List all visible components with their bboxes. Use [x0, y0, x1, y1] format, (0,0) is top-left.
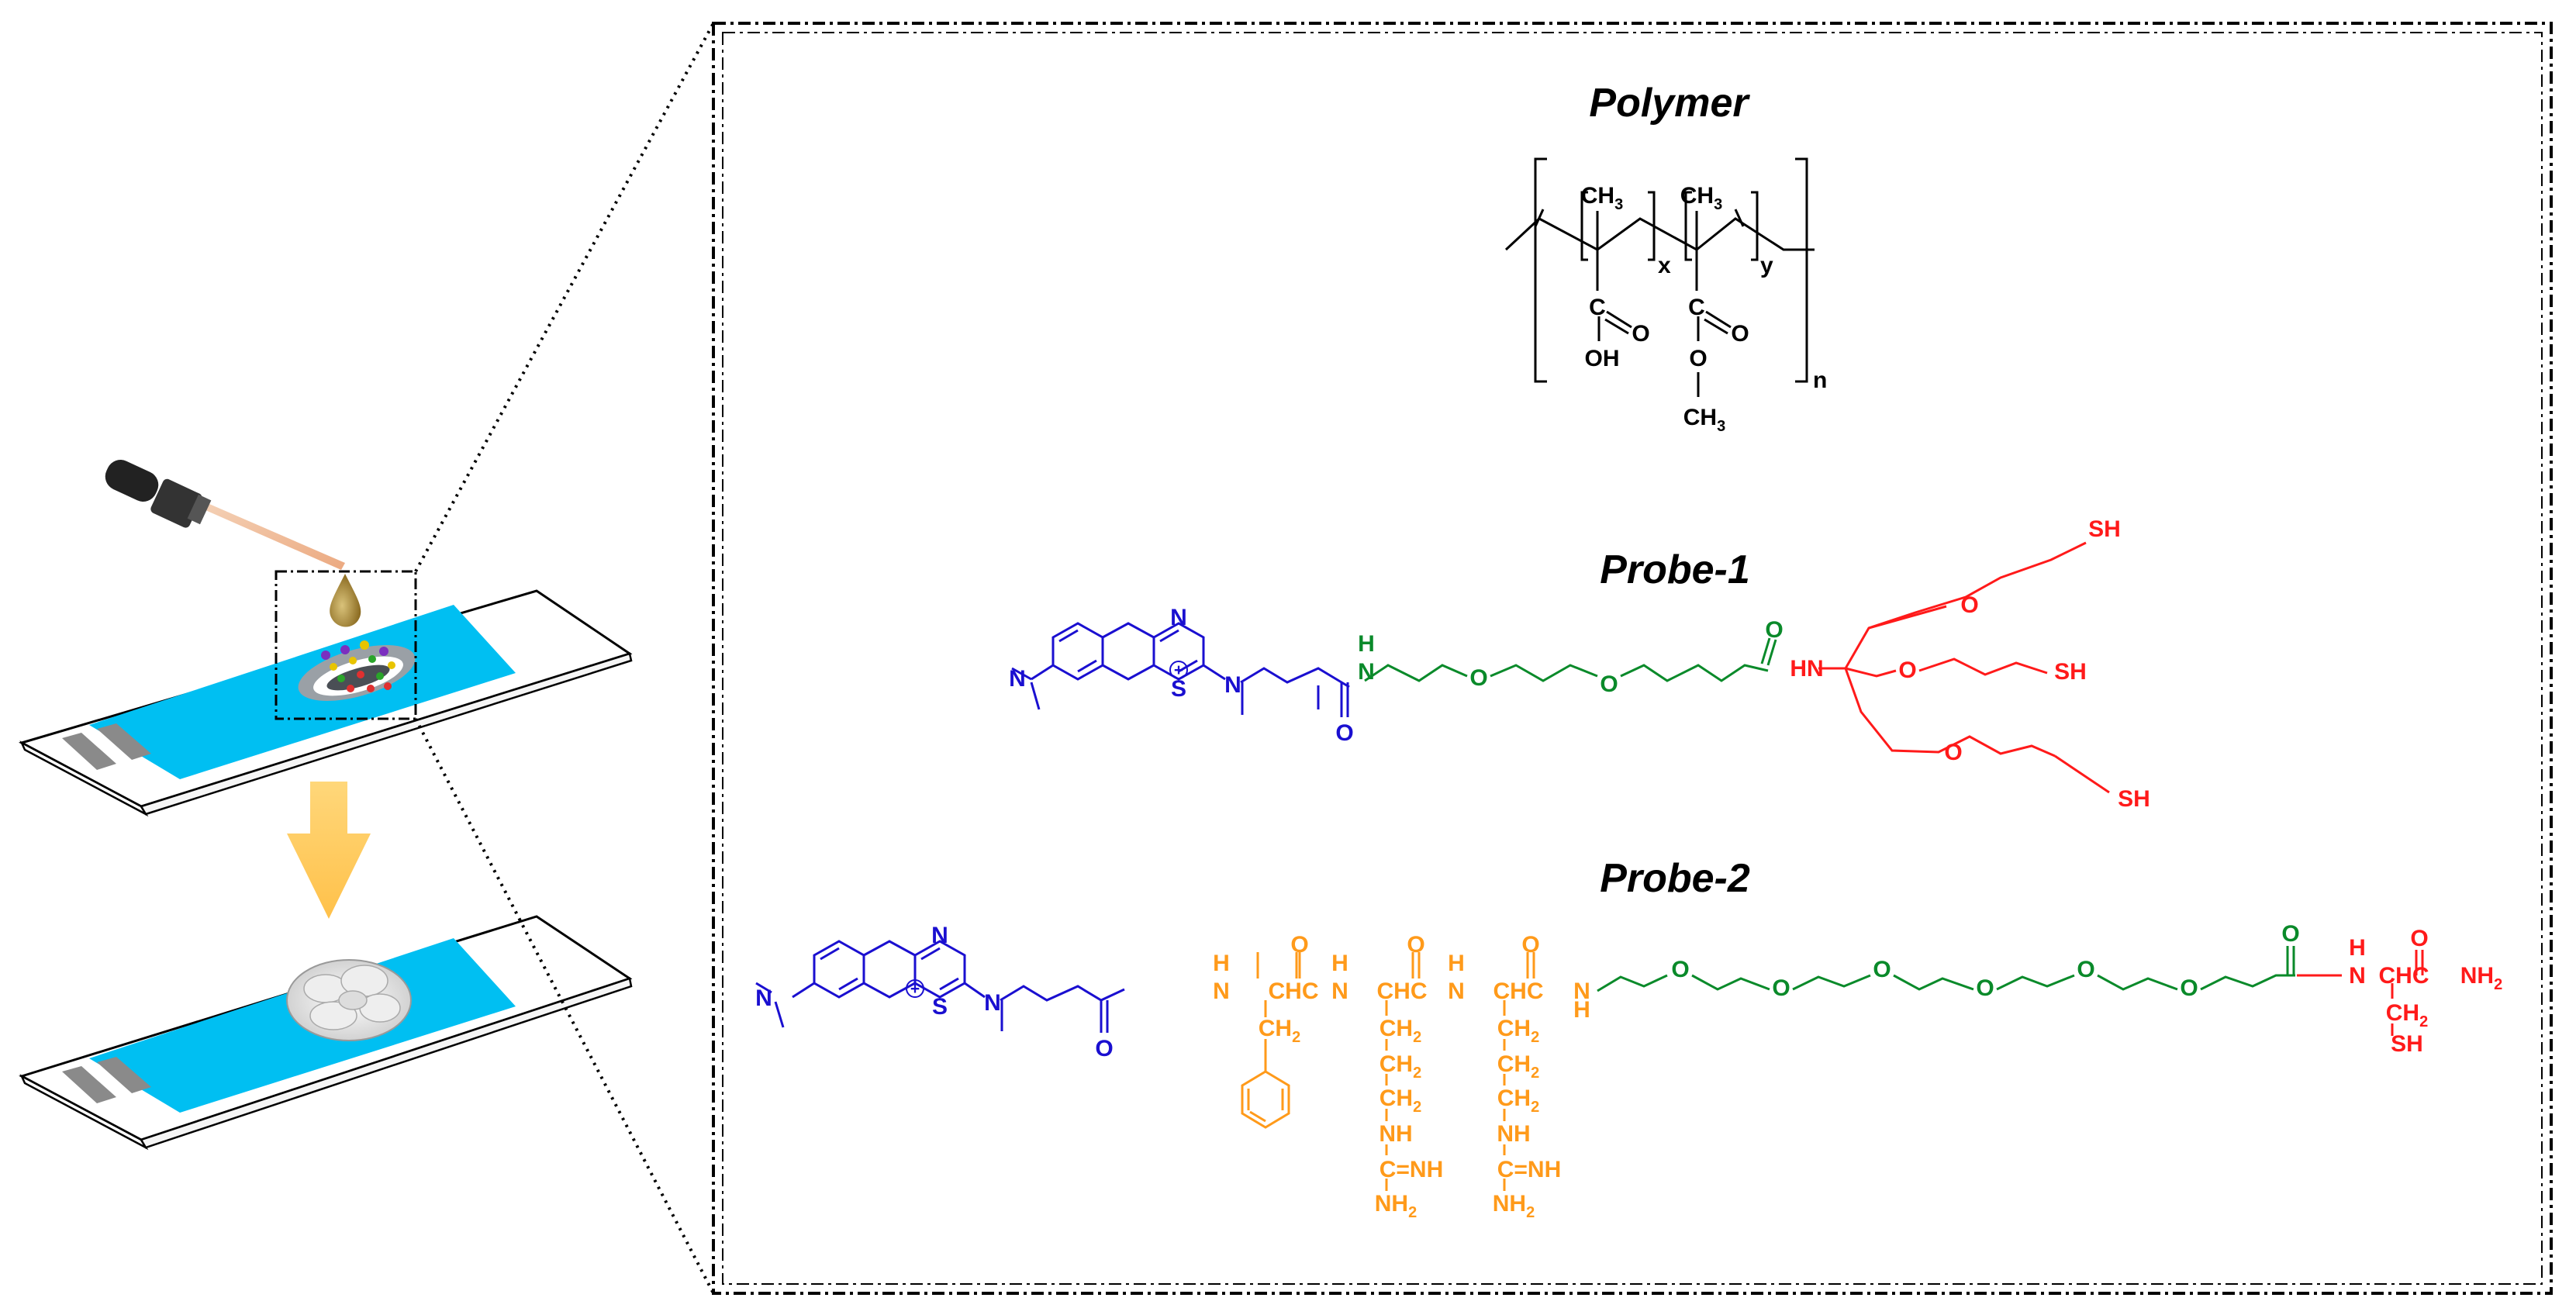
- polymer-title: Polymer: [1589, 81, 1750, 126]
- svg-text:HN: HN: [1790, 656, 1823, 682]
- svg-text:SH: SH: [2118, 786, 2150, 812]
- svg-text:C=NH: C=NH: [1497, 1157, 1562, 1182]
- svg-text:O: O: [1689, 346, 1707, 371]
- svg-text:H: H: [1331, 951, 1348, 976]
- svg-text:O: O: [2410, 926, 2428, 951]
- svg-text:N: N: [931, 923, 948, 948]
- svg-text:CH2: CH2: [2386, 1000, 2428, 1030]
- svg-text:SH: SH: [2088, 516, 2121, 542]
- polymer-film-icon: [286, 959, 412, 1041]
- svg-text:N: N: [1358, 659, 1375, 685]
- svg-text:O: O: [1521, 932, 1539, 958]
- polymer-structure: Polymer CH3: [1504, 81, 1827, 435]
- test-strip-after: [19, 915, 633, 1151]
- probe-molecules: [321, 640, 395, 692]
- svg-text:CH2: CH2: [1259, 1016, 1300, 1046]
- svg-text:N: N: [984, 990, 1001, 1016]
- svg-text:NH2: NH2: [1375, 1191, 1417, 1221]
- svg-text:O: O: [2077, 957, 2094, 982]
- experiment-illustration: [19, 22, 715, 1294]
- svg-text:CHC: CHC: [2379, 963, 2429, 989]
- svg-text:H: H: [2349, 935, 2366, 961]
- svg-text:O: O: [1600, 671, 1618, 697]
- dropper-icon: [105, 460, 345, 570]
- svg-text:O: O: [1772, 975, 1790, 1001]
- svg-text:NH2: NH2: [2460, 963, 2502, 993]
- svg-text:O: O: [1632, 321, 1649, 347]
- svg-text:O: O: [1290, 932, 1308, 958]
- svg-text:CHC: CHC: [1269, 978, 1319, 1004]
- svg-text:O: O: [1944, 740, 1962, 765]
- probe2-title: Probe-2: [1600, 856, 1750, 901]
- svg-text:O: O: [1873, 957, 1891, 982]
- process-arrow: [287, 782, 371, 919]
- svg-text:CH3: CH3: [1581, 183, 1623, 213]
- probe1-structure: Probe-1 N S + N N O: [1009, 516, 2150, 812]
- svg-text:CH2: CH2: [1497, 1016, 1539, 1046]
- svg-text:CHC: CHC: [1493, 978, 1544, 1004]
- test-strip-before: [19, 589, 633, 817]
- subscript-n: n: [1813, 368, 1827, 393]
- svg-text:NH: NH: [1497, 1121, 1530, 1147]
- svg-text:+: +: [1174, 661, 1183, 679]
- svg-text:N: N: [2349, 963, 2366, 989]
- svg-text:CH2: CH2: [1380, 1051, 1421, 1082]
- svg-text:CH2: CH2: [1497, 1085, 1539, 1116]
- subscript-y: y: [1760, 253, 1773, 278]
- svg-text:N: N: [1331, 978, 1348, 1004]
- svg-text:C: C: [1688, 295, 1705, 320]
- svg-text:O: O: [1407, 932, 1424, 958]
- svg-text:O: O: [1960, 592, 1978, 618]
- svg-text:O: O: [1095, 1036, 1113, 1061]
- svg-text:CH3: CH3: [1683, 405, 1725, 435]
- svg-text:H: H: [1213, 951, 1230, 976]
- svg-text:O: O: [1469, 665, 1487, 691]
- probe1-title: Probe-1: [1600, 547, 1750, 592]
- svg-text:O: O: [1976, 975, 1994, 1001]
- droplet-icon: [330, 574, 361, 627]
- svg-text:O: O: [1671, 957, 1689, 982]
- svg-text:N: N: [1448, 978, 1465, 1004]
- svg-text:N: N: [1009, 666, 1026, 692]
- zoom-region-box: [275, 570, 417, 720]
- svg-text:C: C: [1589, 295, 1606, 320]
- probe2-structure: Probe-2 N S + N N O: [755, 856, 2502, 1221]
- svg-text:N: N: [755, 985, 772, 1011]
- zoom-panel-frame: [712, 22, 2553, 1295]
- svg-text:C=NH: C=NH: [1380, 1157, 1444, 1182]
- svg-text:S: S: [1171, 676, 1186, 702]
- svg-text:O: O: [1765, 617, 1783, 643]
- svg-text:N: N: [1213, 978, 1230, 1004]
- svg-text:CH2: CH2: [1380, 1016, 1421, 1046]
- svg-text:CH2: CH2: [1497, 1051, 1539, 1082]
- svg-text:O: O: [1335, 720, 1353, 746]
- svg-text:N: N: [1224, 672, 1241, 698]
- svg-text:O: O: [2180, 975, 2198, 1001]
- svg-text:CH3: CH3: [1680, 183, 1722, 213]
- svg-text:S: S: [932, 994, 948, 1020]
- svg-text:CH2: CH2: [1380, 1085, 1421, 1116]
- svg-text:NH: NH: [1379, 1121, 1412, 1147]
- svg-text:O: O: [2281, 921, 2299, 947]
- svg-text:SH: SH: [2391, 1031, 2423, 1057]
- svg-text:OH: OH: [1585, 346, 1620, 371]
- svg-text:SH: SH: [2054, 659, 2087, 685]
- subscript-x: x: [1658, 253, 1671, 278]
- svg-text:NH2: NH2: [1493, 1191, 1535, 1221]
- svg-text:+: +: [910, 980, 920, 998]
- svg-text:N: N: [1170, 605, 1187, 630]
- svg-text:CHC: CHC: [1377, 978, 1428, 1004]
- svg-text:O: O: [1731, 321, 1749, 347]
- svg-text:N: N: [1573, 978, 1590, 1004]
- svg-text:H: H: [1358, 631, 1375, 657]
- svg-text:O: O: [1898, 658, 1916, 683]
- svg-text:H: H: [1573, 997, 1590, 1023]
- svg-text:H: H: [1448, 951, 1465, 976]
